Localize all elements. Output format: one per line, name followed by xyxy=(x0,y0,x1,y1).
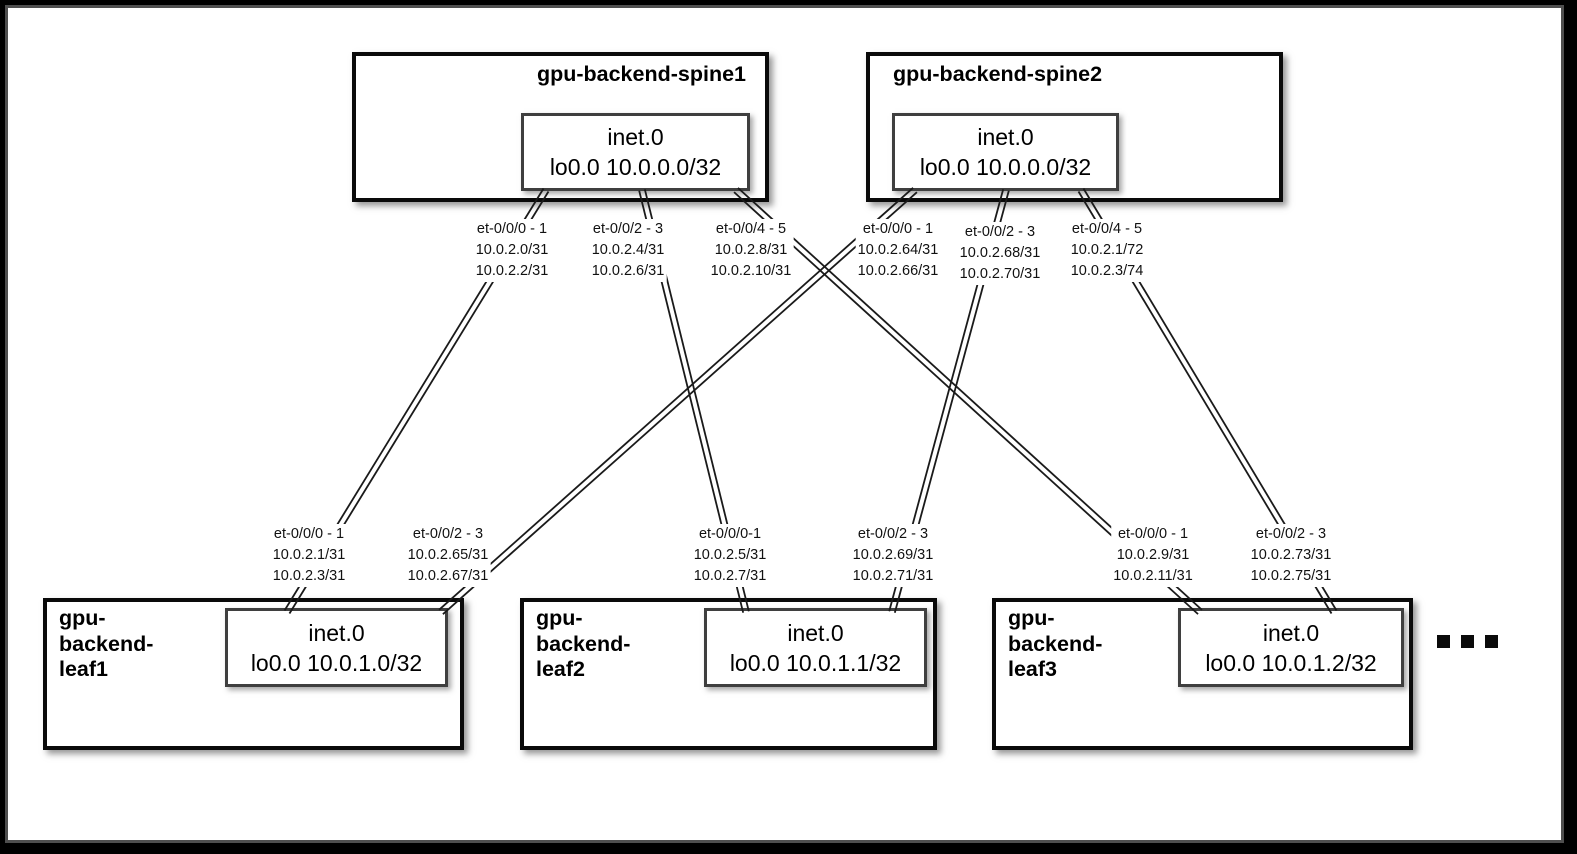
routing-table-box-leaf3: inet.0 lo0.0 10.0.1.2/32 xyxy=(1178,608,1404,687)
loopback-address: lo0.0 10.0.1.0/32 xyxy=(250,649,423,676)
loopback-address: lo0.0 10.0.0.0/32 xyxy=(549,154,722,180)
routing-table-box-spine1: inet.0 lo0.0 10.0.0.0/32 xyxy=(521,113,750,191)
node-title-leaf3: gpu-backend-leaf3 xyxy=(1008,606,1103,681)
ellipsis-square xyxy=(1461,635,1474,648)
routing-table-box-leaf1: inet.0 lo0.0 10.0.1.0/32 xyxy=(225,608,448,687)
loopback-address: lo0.0 10.0.0.0/32 xyxy=(919,154,1092,180)
loopback-address: lo0.0 10.0.1.1/32 xyxy=(729,649,902,676)
routing-table-box-leaf2: inet.0 lo0.0 10.0.1.1/32 xyxy=(704,608,927,687)
node-title-spine1: gpu-backend-spine1 xyxy=(536,62,746,86)
node-title-leaf2: gpu-backend-leaf2 xyxy=(536,606,631,681)
routing-table-name: inet.0 xyxy=(308,619,365,646)
node-title-spine2: gpu-backend-spine2 xyxy=(893,62,1103,86)
routing-table-name: inet.0 xyxy=(977,124,1034,150)
routing-table-name: inet.0 xyxy=(1262,619,1320,646)
loopback-address: lo0.0 10.0.1.2/32 xyxy=(1205,649,1377,676)
routing-table-name: inet.0 xyxy=(607,124,664,150)
routing-table-box-spine2: inet.0 lo0.0 10.0.0.0/32 xyxy=(892,113,1119,191)
node-title-leaf1: gpu-backend-leaf1 xyxy=(59,606,154,681)
routing-table-name: inet.0 xyxy=(787,619,844,646)
ellipsis-square xyxy=(1437,635,1450,648)
ellipsis-square xyxy=(1485,635,1498,648)
more-leaves-ellipsis xyxy=(1437,635,1498,648)
